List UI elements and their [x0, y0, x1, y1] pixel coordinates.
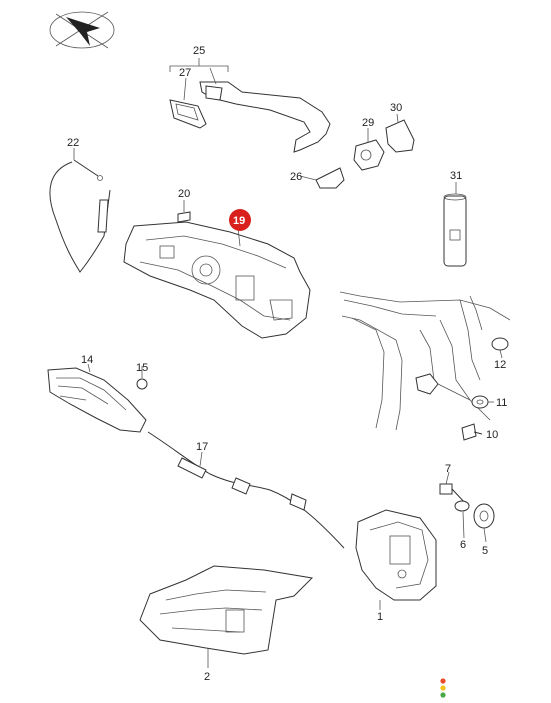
status-dot-green	[440, 692, 446, 698]
label-5[interactable]: 5	[482, 545, 488, 557]
washer-6[interactable]	[454, 500, 470, 539]
label-1[interactable]: 1	[377, 611, 383, 623]
interior-handle-14[interactable]	[47, 363, 147, 433]
seal-5[interactable]	[473, 503, 495, 543]
status-dot-red	[440, 678, 446, 684]
cover-30[interactable]	[385, 113, 415, 153]
highlight-marker-19[interactable]	[229, 209, 251, 231]
label-30[interactable]: 30	[390, 102, 402, 114]
label-bracket-25	[169, 58, 229, 101]
screw-15[interactable]	[136, 366, 148, 390]
label-12[interactable]: 12	[494, 359, 506, 371]
label-11[interactable]: 11	[496, 397, 507, 409]
label-22[interactable]: 22	[67, 137, 79, 149]
bracket-2[interactable]	[139, 565, 314, 668]
label-2[interactable]: 2	[204, 671, 210, 683]
spray-can-31[interactable]	[443, 182, 467, 267]
plug-12[interactable]	[491, 337, 509, 359]
door-body-panel	[339, 291, 511, 431]
grommet-11[interactable]	[471, 395, 494, 409]
label-14[interactable]: 14	[81, 354, 93, 366]
cable-22[interactable]	[49, 148, 111, 273]
label-20[interactable]: 20	[178, 188, 190, 200]
label-10[interactable]: 10	[486, 429, 498, 441]
door-lock-1[interactable]	[355, 509, 437, 610]
bolt-7[interactable]	[439, 471, 467, 505]
exterior-handle[interactable]	[169, 81, 331, 153]
label-27[interactable]: 27	[179, 67, 191, 79]
handle-carrier-19[interactable]	[123, 221, 311, 339]
screw-20[interactable]	[177, 200, 191, 223]
label-17[interactable]: 17	[196, 441, 208, 453]
status-dot-yellow	[440, 685, 446, 691]
cap-26[interactable]	[299, 167, 345, 189]
label-31[interactable]: 31	[450, 170, 462, 182]
bolt-10[interactable]	[461, 423, 483, 441]
label-19[interactable]: 19	[233, 215, 245, 227]
orientation-compass-icon	[49, 11, 115, 49]
status-dots-icon	[440, 678, 446, 698]
label-6[interactable]: 6	[460, 539, 466, 551]
label-25[interactable]: 25	[193, 45, 205, 57]
lock-cylinder-29[interactable]	[353, 128, 385, 171]
label-7[interactable]: 7	[445, 463, 451, 475]
label-26[interactable]: 26	[290, 171, 302, 183]
release-cable-17[interactable]	[147, 431, 345, 549]
label-15[interactable]: 15	[136, 362, 148, 374]
label-29[interactable]: 29	[362, 117, 374, 129]
